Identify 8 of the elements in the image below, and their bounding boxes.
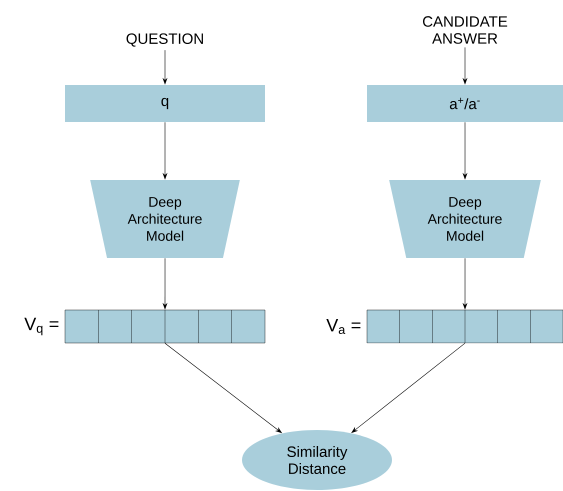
input-label: QUESTION xyxy=(126,33,203,47)
model-trapezoid: Deep Architecture Model xyxy=(389,180,541,258)
model-trapezoid: Deep Architecture Model xyxy=(90,180,240,258)
input-label: CANDIDATE ANSWER xyxy=(423,16,508,44)
vector-label: V$_{a}$ = xyxy=(326,318,360,334)
vector-label: V$_{q}$ = xyxy=(24,318,58,336)
input-box: a$^{+}$/a$^{-}$ xyxy=(367,85,563,122)
input-box: q xyxy=(65,85,265,122)
